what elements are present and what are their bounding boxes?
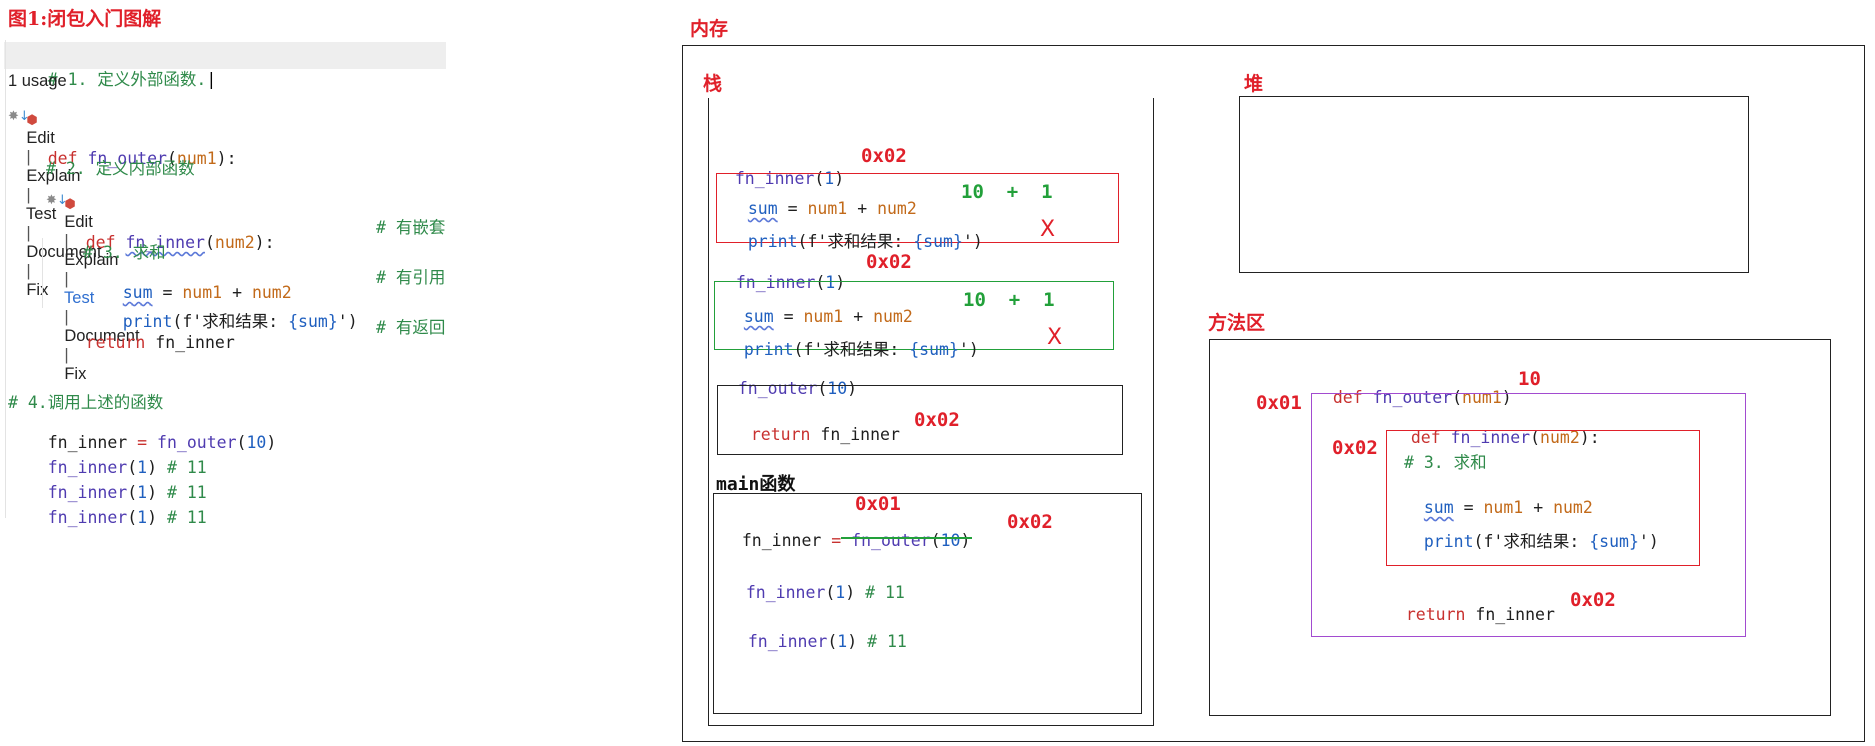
stack-label: 栈 [703,73,723,95]
comment-define-inner: # 2. 定义内部函数 [46,159,195,178]
frame2-calc: 10 + 1 [963,289,1055,311]
method-area-label: 方法区 [1208,312,1266,334]
method-return-line: return fn_inner [1405,605,1555,624]
method-outer-box [1311,393,1746,637]
code-editor: # 1. 定义外部函数.| 1 usage ⬢ Edit | Explain |… [0,40,450,527]
method-sum-line: sum = num1 + num2 [1423,498,1593,517]
heap-box [1239,96,1749,273]
frame1-destroyed-mark: X [1040,217,1056,242]
sum-line: sum = num1 + num2 [122,283,292,302]
frame2-address: 0x02 [866,251,912,273]
ai-actions-bar: ⬢ Edit | Explain | Test | Document | Fix [26,112,102,299]
frame2-sum-line: sum = num1 + num2 [743,307,913,326]
frame1-calc: 10 + 1 [961,181,1053,203]
action-edit[interactable]: Edit [26,129,55,147]
main-assign-underline [841,537,972,539]
ai-assistant-icon[interactable]: ✸↓ [8,109,30,124]
def-fn-inner-line: def fn_inner(num2): [85,233,275,252]
return-line: return fn_inner [85,333,235,352]
note-reference: # 有引用 [376,268,446,287]
call-line: fn_inner(1) # 11 [47,483,207,502]
note-nested: # 有嵌套 [376,218,446,237]
action-edit[interactable]: Edit [64,213,93,231]
print-line: print(f'求和结果: {sum}') [122,312,358,331]
note-return: # 有返回 [376,318,446,337]
action-test[interactable]: Test [64,289,95,307]
usage-hint[interactable]: 1 usage [8,72,67,90]
frame-outer-header: fn_outer(10) [737,379,858,398]
frame2-destroyed-mark: X [1047,325,1063,350]
method-outer-value: 10 [1518,368,1541,390]
method-inner-box [1386,430,1700,566]
method-def-outer-line: def fn_outer(num1) [1332,388,1512,407]
frame1-sum-line: sum = num1 + num2 [747,199,917,218]
main-call-line: fn_inner(1) # 11 [747,632,907,651]
comment-call: # 4.调用上述的函数 [8,393,164,412]
stack-box [708,98,1154,726]
method-comment-sum: # 3. 求和 [1404,453,1487,472]
frame-outer-address: 0x02 [914,409,960,431]
main-frame-box [713,493,1142,714]
indent-guide [42,238,43,308]
method-return-address: 0x02 [1570,589,1616,611]
memory-box [682,45,1865,742]
call-line: fn_inner(1) # 11 [47,458,207,477]
frame1-address: 0x02 [861,145,907,167]
ai-plugin-icon: ⬢ [64,196,76,211]
memory-label: 内存 [690,18,729,40]
heap-label: 堆 [1244,73,1264,95]
action-test[interactable]: Test [26,205,57,223]
main-call-line: fn_inner(1) # 11 [745,583,905,602]
main-fn-outer-address: 0x01 [855,493,901,515]
action-document[interactable]: Document [26,243,102,261]
figure-title: 图1:闭包入门图解 [8,8,162,30]
comment-define-outer: # 1. 定义外部函数.| [47,70,217,89]
call-line: fn_inner(1) # 11 [47,508,207,527]
frame-outer-box [717,385,1123,455]
call-assign-line: fn_inner = fn_outer(10) [47,433,277,452]
method-area-box [1209,339,1831,716]
method-outer-address: 0x01 [1256,392,1302,414]
frame2-header: fn_inner(1) [735,273,846,292]
frame-outer-return-line: return fn_inner [750,425,900,444]
action-explain[interactable]: Explain [64,251,119,269]
frame1-box [716,173,1119,243]
method-print-line: print(f'求和结果: {sum}') [1423,532,1659,551]
main-returned-address: 0x02 [1007,511,1053,533]
method-def-inner-line: def fn_inner(num2): [1410,428,1600,447]
editor-gutter-line [5,40,6,518]
main-label: main函数 [716,474,796,495]
frame2-box [714,281,1114,350]
action-explain[interactable]: Explain [26,167,81,185]
method-inner-address: 0x02 [1332,437,1378,459]
ai-plugin-icon: ⬢ [26,112,38,127]
ai-assistant-icon[interactable]: ✸↓ [46,193,68,208]
comment-sum: # 3. 求和 [83,243,166,262]
current-line-highlight [4,42,446,69]
frame2-print-line: print(f'求和结果: {sum}') [743,340,979,359]
action-fix[interactable]: Fix [64,365,87,383]
main-assign-line: fn_inner = fn_outer(10) [741,531,971,550]
ai-actions-bar-inner: ⬢ Edit | Explain | Test | Document | Fix [64,196,140,383]
action-document[interactable]: Document [64,327,140,345]
def-fn-outer-line: def fn_outer(num1): [47,149,237,168]
frame1-print-line: print(f'求和结果: {sum}') [747,232,983,251]
